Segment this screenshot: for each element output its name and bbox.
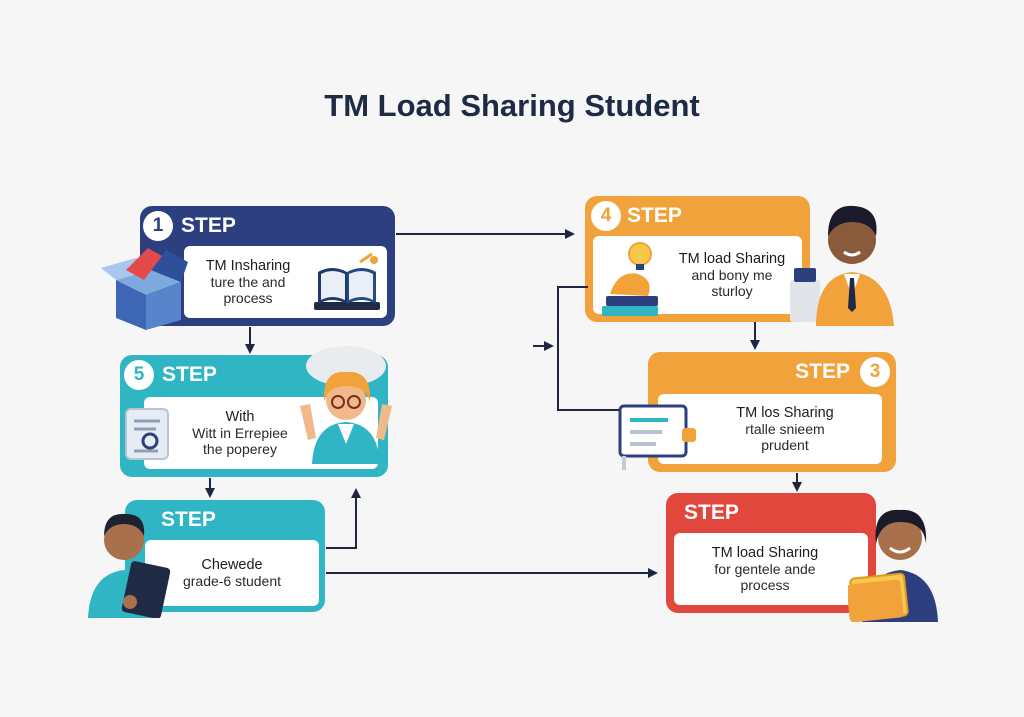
woman-with-folder-icon xyxy=(848,509,938,622)
connector-step4-loop xyxy=(557,286,620,411)
document-scroll-icon xyxy=(125,408,169,460)
step-red-line-3: process xyxy=(740,577,790,593)
step-red-label: STEP xyxy=(684,501,739,524)
arrow-step2-to-step5 xyxy=(326,488,361,549)
step-2-body: Chewede grade-6 student xyxy=(145,540,319,606)
step-3-label: STEP xyxy=(795,360,850,383)
step-3-body: TM los Sharing rtalle snieem prudent xyxy=(658,394,882,464)
step-4-label: STEP xyxy=(627,204,682,227)
step-1-text: TM Insharing ture the and process xyxy=(202,258,294,306)
step-1-header: 1 STEP xyxy=(140,206,395,246)
step-3-text: TM los Sharing rtalle snieem prudent xyxy=(736,405,834,453)
step-red-card: STEP TM load Sharing for gentele ande pr… xyxy=(666,493,876,613)
step-red-text: TM load Sharing for gentele ande process xyxy=(712,545,818,593)
package-box-icon xyxy=(101,248,188,330)
step-5-label: STEP xyxy=(162,363,217,386)
document-card-icon xyxy=(618,404,696,470)
step-red-line-1: TM load Sharing xyxy=(711,545,819,561)
step-red-body: TM load Sharing for gentele ande process xyxy=(674,533,868,605)
step-2-card: STEP Chewede grade-6 student xyxy=(125,500,325,612)
student-with-tablet-icon xyxy=(88,513,171,618)
step-red-header: STEP xyxy=(666,493,876,533)
step-1-label: STEP xyxy=(181,214,236,237)
cheering-teacher-icon xyxy=(300,346,392,464)
step-2-line-2: grade-6 student xyxy=(182,573,282,589)
step-2-line-1: Chewede xyxy=(201,557,263,573)
step-3-line-3: prudent xyxy=(761,437,809,453)
open-book-icon xyxy=(314,252,380,310)
step-3-header: STEP 3 xyxy=(648,352,896,392)
step-5-text: With Witt in Errepiee the poperey xyxy=(180,409,300,457)
step-1-line-1: TM Insharing xyxy=(205,258,291,274)
step-4-line-3: sturloy xyxy=(711,283,753,299)
page-title: TM Load Sharing Student xyxy=(324,88,700,123)
step-3-line-1: TM los Sharing xyxy=(736,405,834,421)
step-4-line-2: and bony me xyxy=(691,267,773,283)
step-2-label: STEP xyxy=(161,508,216,531)
step-4-text: TM load Sharing and bony me sturloy xyxy=(676,251,788,299)
step-1-number: 1 xyxy=(143,211,173,241)
step-5-line-2: Witt in Errepiee xyxy=(192,425,288,441)
step-4-header: 4 STEP xyxy=(585,196,810,236)
step-3-number: 3 xyxy=(860,357,890,387)
books-with-lightbulb-icon xyxy=(602,242,658,316)
step-red-line-2: for gentele ande xyxy=(714,561,816,577)
step-5-line-1: With xyxy=(225,409,255,425)
step-4-number: 4 xyxy=(591,201,621,231)
step-1-line-2: ture the and xyxy=(210,274,286,290)
step-3-card: STEP 3 TM los Sharing rtalle snieem prud… xyxy=(648,352,896,472)
step-2-text: Chewede grade-6 student xyxy=(183,557,281,589)
step-1-line-3: process xyxy=(223,290,273,306)
step-4-line-1: TM load Sharing xyxy=(678,251,786,267)
step-5-number: 5 xyxy=(124,360,154,390)
man-in-suit-icon xyxy=(790,205,894,326)
step-5-header: 5 STEP xyxy=(120,355,388,395)
step-2-header: STEP xyxy=(125,500,325,540)
step-5-line-3: the poperey xyxy=(203,441,277,457)
step-3-line-2: rtalle snieem xyxy=(745,421,825,437)
